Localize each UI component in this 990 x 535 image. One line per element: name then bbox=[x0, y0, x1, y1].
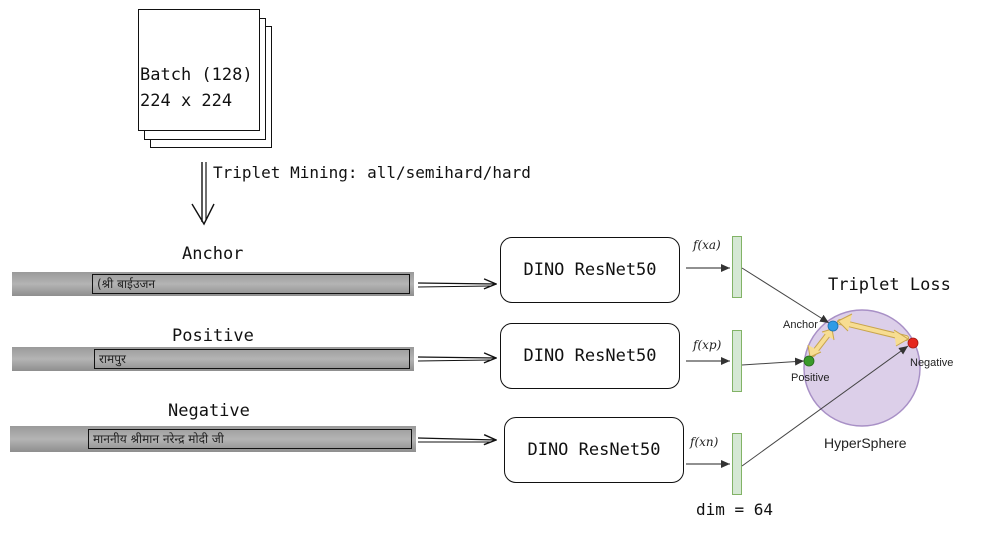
negative-embedding-bar bbox=[732, 433, 742, 495]
triplet-mining-label: Triplet Mining: all/semihard/hard bbox=[213, 163, 531, 182]
positive-image-strip: रामपुर bbox=[12, 347, 414, 371]
positive-projection-arrow bbox=[741, 357, 805, 366]
positive-point bbox=[803, 355, 815, 367]
negative-label: Negative bbox=[168, 401, 250, 421]
dim-label: dim = 64 bbox=[696, 500, 774, 519]
anchor-input-arrow bbox=[417, 283, 496, 287]
hypersphere-label: HyperSphere bbox=[824, 435, 907, 451]
negative-word-box: माननीय श्रीमान नरेन्द्र मोदी जी bbox=[88, 429, 412, 449]
anchor-projection-arrow bbox=[741, 267, 830, 324]
negative-model-box: DINO ResNet50 bbox=[504, 417, 684, 483]
batch-stack-front bbox=[138, 9, 260, 131]
anchor-positive-distance-arrow bbox=[807, 328, 835, 358]
positive-label: Positive bbox=[172, 326, 254, 346]
anchor-negative-distance-arrow bbox=[837, 313, 909, 347]
batch-size-label: Batch (128) bbox=[140, 65, 253, 85]
positive-embedding-bar bbox=[732, 330, 742, 392]
positive-input-arrow bbox=[417, 357, 496, 361]
anchor-embedding-label: f(xa) bbox=[693, 238, 721, 252]
triplet-loss-title: Triplet Loss bbox=[828, 275, 951, 295]
negative-point-label: Negative bbox=[910, 357, 954, 369]
negative-input-arrow bbox=[417, 438, 496, 442]
down-arrow bbox=[191, 162, 215, 226]
positive-word-box: रामपुर bbox=[94, 349, 410, 369]
anchor-word-box: (श्री बाईउजन bbox=[92, 274, 410, 294]
positive-embedding-label: f(xp) bbox=[693, 338, 722, 352]
positive-model-box: DINO ResNet50 bbox=[500, 323, 680, 389]
negative-projection-arrow bbox=[741, 345, 909, 467]
negative-image-strip: माननीय श्रीमान नरेन्द्र मोदी जी bbox=[10, 426, 416, 452]
anchor-embedding-bar bbox=[732, 236, 742, 298]
anchor-model-box: DINO ResNet50 bbox=[500, 237, 680, 303]
anchor-point bbox=[827, 320, 839, 332]
positive-point-label: Positive bbox=[791, 372, 830, 384]
anchor-label: Anchor bbox=[182, 244, 244, 264]
anchor-image-strip: (श्री बाईउजन bbox=[12, 272, 414, 296]
anchor-point-label: Anchor bbox=[783, 319, 818, 331]
batch-dims-label: 224 x 224 bbox=[140, 91, 233, 111]
negative-embedding-label: f(xn) bbox=[690, 435, 719, 449]
negative-point bbox=[907, 337, 919, 349]
